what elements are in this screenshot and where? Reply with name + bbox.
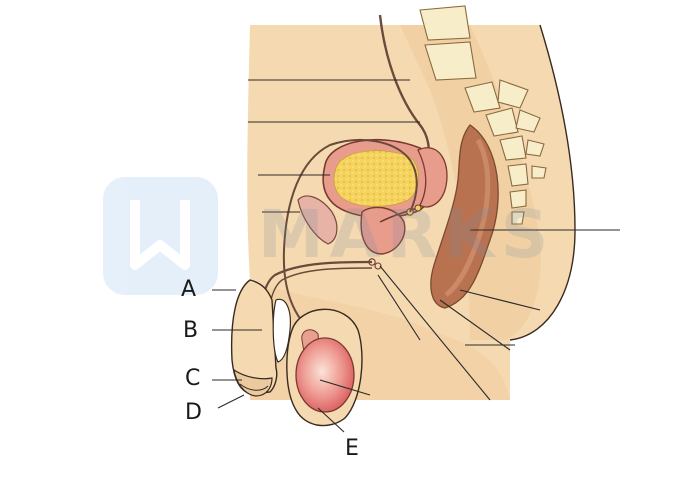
label-b: B: [183, 318, 199, 343]
rectum: [430, 124, 499, 309]
bladder-urine: [333, 150, 419, 207]
prostate: [360, 206, 406, 255]
leader-lines: [212, 79, 620, 433]
watermark-text: MARKS: [258, 196, 555, 273]
rectum-lining: [444, 138, 491, 297]
label-d: D: [185, 400, 202, 425]
label-c: C: [185, 366, 201, 391]
seminal-vesicle: [417, 147, 448, 208]
label-e: E: [345, 436, 359, 461]
testis: [295, 337, 355, 413]
corpus-cavernosum: [272, 298, 291, 363]
spine: [419, 5, 547, 225]
bulbourethral-gland-2: [374, 262, 382, 270]
watermark-logo: [103, 177, 218, 295]
ampulla-2: [414, 204, 422, 212]
ejaculatory-duct: [379, 207, 419, 223]
label-a: A: [181, 277, 197, 302]
foreskin: [239, 383, 269, 391]
pubic-bone: [297, 195, 338, 245]
vas-deferens: [282, 139, 418, 343]
